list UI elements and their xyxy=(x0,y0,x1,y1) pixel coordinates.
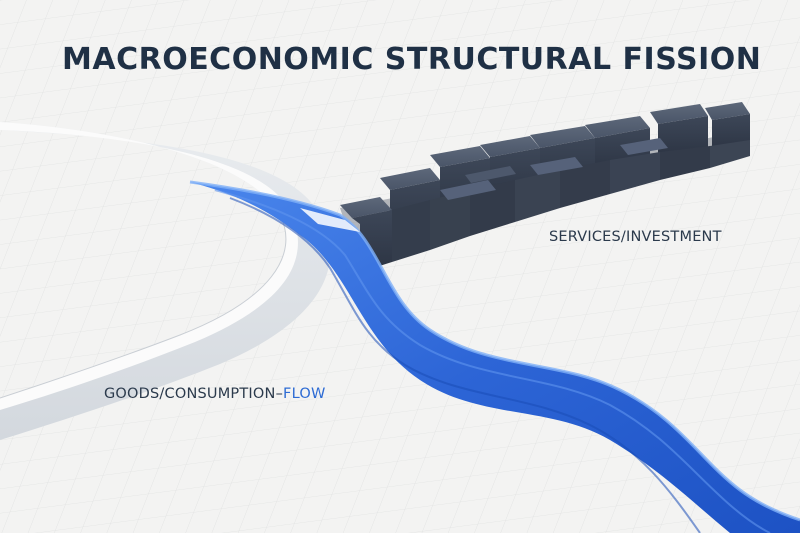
page-title: MACROECONOMIC STRUCTURAL FISSION xyxy=(62,42,762,77)
services-investment-label: SERVICES/INVESTMENT xyxy=(549,229,722,245)
stacked-blocks-icon xyxy=(340,102,750,272)
goods-consumption-flow-label: GOODS/CONSUMPTION–FLOW xyxy=(104,386,325,402)
flow-text: FLOW xyxy=(283,386,326,402)
white-ribbon-icon xyxy=(0,122,331,440)
blue-stream-icon xyxy=(189,180,800,533)
goods-consumption-text: GOODS/CONSUMPTION– xyxy=(104,386,284,402)
